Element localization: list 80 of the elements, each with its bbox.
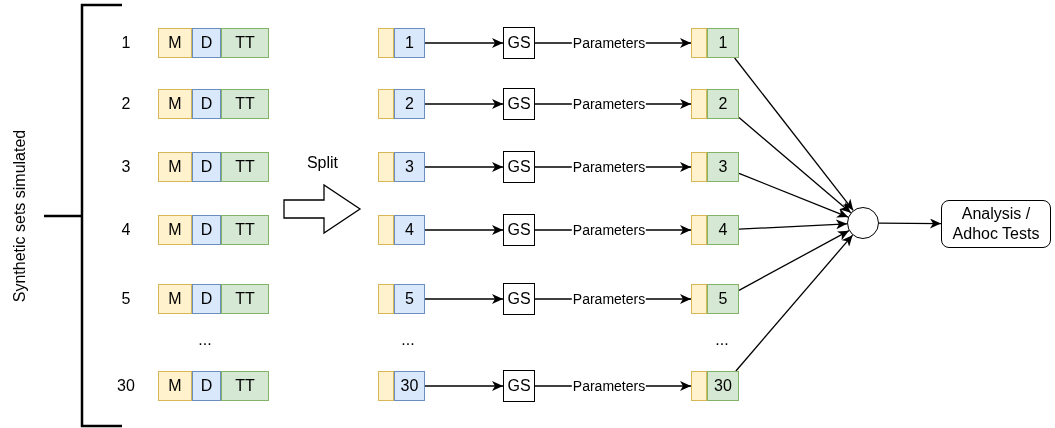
cell: M bbox=[158, 89, 192, 119]
edge-label: Parameters bbox=[571, 97, 647, 111]
gs-box: GS bbox=[503, 214, 535, 246]
cell: M bbox=[158, 371, 192, 401]
ellipsis: ... bbox=[715, 332, 729, 348]
cell: 5 bbox=[394, 284, 425, 314]
empty-cell bbox=[691, 89, 707, 119]
cell: 2 bbox=[707, 89, 739, 119]
cell: D bbox=[192, 215, 221, 245]
label: 1 bbox=[121, 35, 131, 51]
cell: TT bbox=[221, 284, 269, 314]
empty-cell bbox=[378, 284, 394, 314]
empty-cell bbox=[378, 89, 394, 119]
ellipsis: ... bbox=[198, 332, 212, 348]
cell: 1 bbox=[394, 28, 425, 58]
cell: 30 bbox=[707, 371, 739, 401]
cell: 5 bbox=[707, 284, 739, 314]
arrow bbox=[738, 172, 849, 218]
empty-cell bbox=[378, 28, 394, 58]
cell: TT bbox=[221, 215, 269, 245]
cell: M bbox=[158, 28, 192, 58]
cell: D bbox=[192, 89, 221, 119]
cell: 4 bbox=[707, 215, 739, 245]
block-arrow bbox=[283, 183, 362, 235]
arrow bbox=[878, 218, 942, 229]
cell: M bbox=[158, 152, 192, 182]
edge-label: Split bbox=[305, 155, 340, 171]
result-box: Analysis / Adhoc Tests bbox=[941, 200, 1051, 248]
cell: 2 bbox=[394, 89, 425, 119]
cell: 1 bbox=[707, 28, 739, 58]
empty-cell bbox=[691, 152, 707, 182]
edge-label: Parameters bbox=[571, 379, 647, 393]
edge-label: Parameters bbox=[571, 223, 647, 237]
ellipsis: ... bbox=[401, 332, 415, 348]
arrow bbox=[734, 57, 854, 211]
label: 5 bbox=[121, 291, 131, 307]
arrow bbox=[738, 230, 850, 291]
cell: 30 bbox=[394, 371, 425, 401]
gs-box: GS bbox=[503, 27, 535, 59]
arrow bbox=[424, 99, 504, 109]
empty-cell bbox=[378, 215, 394, 245]
arrow bbox=[424, 381, 504, 391]
arrow bbox=[424, 225, 504, 235]
arrow bbox=[424, 38, 504, 48]
edge-label: Parameters bbox=[571, 36, 647, 50]
cell: TT bbox=[221, 28, 269, 58]
label: 2 bbox=[121, 96, 131, 112]
arrow bbox=[735, 234, 854, 372]
arrow bbox=[424, 294, 504, 304]
empty-cell bbox=[691, 215, 707, 245]
cell: TT bbox=[221, 152, 269, 182]
label: 3 bbox=[121, 159, 131, 175]
cell: 3 bbox=[707, 152, 739, 182]
empty-cell bbox=[691, 284, 707, 314]
cell: 4 bbox=[394, 215, 425, 245]
empty-cell bbox=[691, 371, 707, 401]
edge-label: Parameters bbox=[571, 160, 647, 174]
arrow bbox=[738, 219, 848, 230]
axis-label: Synthetic sets simulated bbox=[12, 129, 28, 303]
empty-cell bbox=[378, 371, 394, 401]
gs-box: GS bbox=[503, 151, 535, 183]
gs-box: GS bbox=[503, 283, 535, 315]
label: 4 bbox=[121, 222, 131, 238]
cell: TT bbox=[221, 371, 269, 401]
arrow bbox=[738, 116, 852, 214]
arrow bbox=[424, 162, 504, 172]
gs-box: GS bbox=[503, 370, 535, 402]
empty-cell bbox=[691, 28, 707, 58]
cell: 3 bbox=[394, 152, 425, 182]
empty-cell bbox=[378, 152, 394, 182]
cell: D bbox=[192, 371, 221, 401]
cell: D bbox=[192, 28, 221, 58]
gs-box: GS bbox=[503, 88, 535, 120]
cell: TT bbox=[221, 89, 269, 119]
cell: M bbox=[158, 215, 192, 245]
edge-label: Parameters bbox=[571, 292, 647, 306]
label: 30 bbox=[117, 378, 135, 394]
cell: M bbox=[158, 284, 192, 314]
cell: D bbox=[192, 152, 221, 182]
cell: D bbox=[192, 284, 221, 314]
